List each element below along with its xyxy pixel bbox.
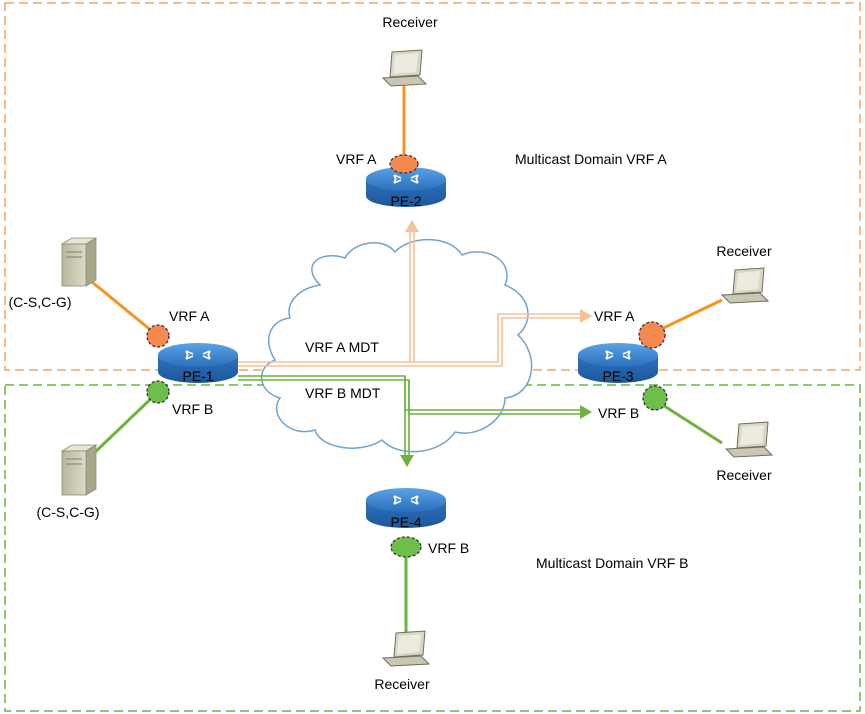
router-label-pe2: PE-2 (390, 193, 421, 209)
vrf-label-pe2-a: VRF A (336, 151, 377, 167)
receiver-label-bottom: Receiver (374, 676, 430, 692)
router-pe3[interactable]: PE-3 (578, 343, 658, 384)
mdt-label-vrf-a: VRF A MDT (305, 339, 379, 355)
source-server-b[interactable]: (C-S,C-G) (37, 444, 100, 520)
vrf-b-mdt-tree (238, 375, 582, 455)
vrf-label-pe3-a: VRF A (594, 308, 635, 324)
vrf-label-pe1-b: VRF B (172, 401, 213, 417)
vrf-label-pe4-b: VRF B (428, 540, 469, 556)
vrf-b-interface-pe1[interactable] (146, 380, 170, 404)
source-label-b: (C-S,C-G) (37, 504, 100, 520)
vrf-label-pe3-b: VRF B (598, 405, 639, 421)
vrf-a-interface-pe2[interactable] (389, 154, 419, 174)
domain-vrf-a-box (4, 2, 861, 371)
vrf-label-pe1-a: VRF A (169, 308, 210, 324)
router-label-pe4: PE-4 (390, 514, 421, 530)
router-pe2[interactable]: PE-2 (366, 167, 446, 209)
router-icon (578, 343, 658, 383)
router-label-pe1: PE-1 (182, 368, 213, 384)
router-icon (366, 167, 446, 207)
laptop-icon (381, 630, 431, 667)
vrf-a-arrow-pe2 (405, 220, 419, 232)
laptop-icon (720, 267, 770, 304)
vrf-b-interface-pe3[interactable] (642, 385, 668, 411)
link-source-b-pe1 (90, 390, 160, 457)
router-label-pe3: PE-3 (602, 368, 633, 384)
link-source-a-pe1 (91, 280, 159, 338)
vrf-b-arrow-pe3 (580, 405, 592, 419)
router-pe1[interactable]: PE-1 (158, 343, 238, 384)
receiver-right-b[interactable]: Receiver (716, 421, 774, 483)
receiver-label-right-a: Receiver (716, 243, 772, 259)
router-icon (158, 343, 238, 383)
domain-label-vrf-a: Multicast Domain VRF A (515, 151, 667, 167)
link-pe3-receiver-a (654, 298, 723, 334)
domain-label-vrf-b: Multicast Domain VRF B (536, 555, 688, 571)
source-label-a: (C-S,C-G) (9, 294, 72, 310)
server-icon (60, 237, 98, 287)
router-pe4[interactable]: PE-4 (366, 488, 446, 530)
vrf-a-arrow-pe3 (580, 309, 592, 323)
vrf-a-interface-pe3[interactable] (638, 321, 666, 349)
receiver-bottom[interactable]: Receiver (374, 630, 431, 692)
vrf-b-arrow-pe4 (400, 455, 414, 467)
mdt-label-vrf-b: VRF B MDT (305, 385, 381, 401)
vrf-b-interface-pe4[interactable] (390, 536, 422, 558)
source-server-a[interactable]: (C-S,C-G) (9, 237, 98, 310)
vrf-a-interface-pe1[interactable] (146, 324, 170, 348)
laptop-icon (724, 421, 774, 458)
link-pe3-receiver-b (654, 398, 723, 445)
receiver-label-top: Receiver (382, 14, 438, 30)
vrf-a-mdt-tree (238, 232, 582, 367)
router-icon (366, 488, 446, 528)
receiver-right-a[interactable]: Receiver (716, 243, 772, 304)
cloud-icon (260, 238, 533, 453)
receiver-label-right-b: Receiver (716, 467, 772, 483)
server-icon (60, 444, 98, 496)
receiver-top[interactable]: Receiver (381, 14, 438, 87)
laptop-icon (381, 49, 428, 87)
